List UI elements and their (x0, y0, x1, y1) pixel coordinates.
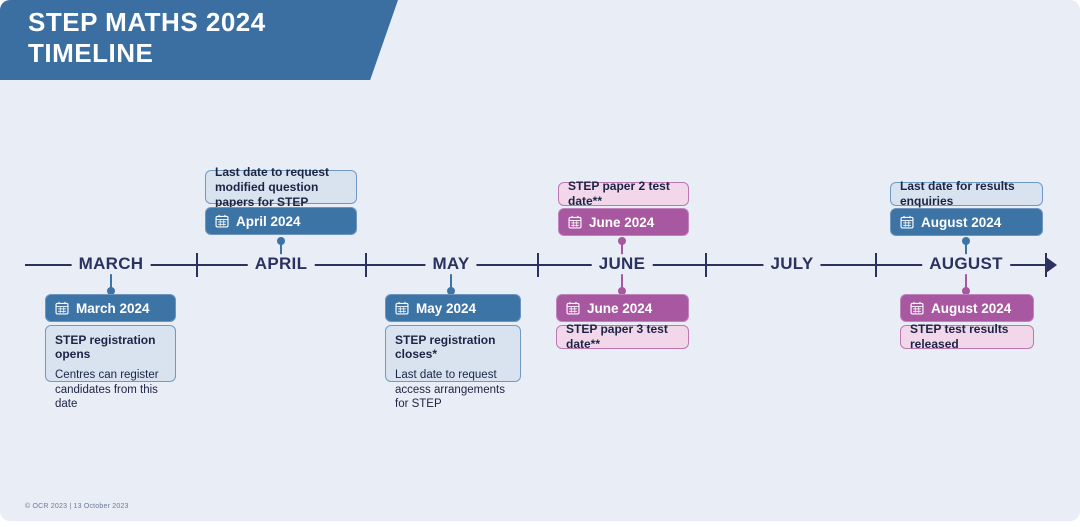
timeline-tick (196, 253, 199, 277)
timeline-tick (537, 253, 540, 277)
month-label-march: MARCH (71, 254, 151, 275)
connector-dot-may (447, 287, 455, 295)
badge-label: March 2024 (76, 300, 150, 316)
copyright-text: © OCR 2023 | 13 October 2023 (25, 503, 129, 510)
connector-august-below (965, 267, 968, 292)
event-april-note: Last date to request modified question p… (205, 165, 357, 209)
timeline-tick (705, 253, 708, 277)
connector-dot-august-above (962, 237, 970, 245)
connector-dot-march (107, 287, 115, 295)
badge-label: June 2024 (589, 214, 655, 230)
event-may-details: STEP registration closes* Last date to r… (385, 325, 521, 410)
connector-dot-june-below (618, 287, 626, 295)
month-label-august: AUGUST (922, 254, 1010, 275)
timeline-axis (25, 264, 1048, 267)
event-august-results-note: STEP test results released (900, 322, 1034, 351)
calendar-icon (900, 215, 914, 229)
badge-march-2024: March 2024 (45, 294, 176, 322)
connector-dot-august-below (962, 287, 970, 295)
event-june-paper3-note: STEP paper 3 test date** (556, 322, 689, 351)
connector-august-above (965, 238, 968, 264)
arrow-right-icon (1046, 257, 1057, 273)
badge-label: June 2024 (587, 300, 653, 316)
month-label-may: MAY (425, 254, 477, 275)
calendar-icon (55, 301, 69, 315)
badge-label: August 2024 (921, 214, 1002, 230)
badge-august-2024-above: August 2024 (890, 208, 1043, 236)
event-body: Centres can register candidates from thi… (55, 369, 159, 411)
connector-may (450, 267, 453, 291)
badge-april-2024: April 2024 (205, 207, 357, 235)
event-march-details: STEP registration opens Centres can regi… (45, 325, 176, 410)
month-label-july: JULY (763, 254, 821, 275)
event-title: STEP registration opens (55, 333, 156, 361)
page-title: STEP MATHS 2024 TIMELINE (28, 7, 266, 68)
badge-label: August 2024 (931, 300, 1012, 316)
event-june-paper2-note: STEP paper 2 test date** (558, 179, 689, 208)
badge-june-2024-below: June 2024 (556, 294, 689, 322)
badge-label: May 2024 (416, 300, 477, 316)
calendar-icon (568, 215, 582, 229)
event-title: STEP registration closes* (395, 333, 496, 361)
calendar-icon (566, 301, 580, 315)
connector-dot-april (277, 237, 285, 245)
badge-august-2024-below: August 2024 (900, 294, 1034, 322)
connector-dot-june-above (618, 237, 626, 245)
calendar-icon (910, 301, 924, 315)
connector-april (280, 238, 283, 265)
event-august-enquiries-note: Last date for results enquiries (890, 179, 1043, 208)
timeline-tick (365, 253, 368, 277)
connector-march (110, 267, 113, 291)
badge-label: April 2024 (236, 213, 301, 229)
timeline-tick (1045, 253, 1048, 277)
calendar-icon (395, 301, 409, 315)
timeline-tick (875, 253, 878, 277)
month-label-june: JUNE (591, 254, 653, 275)
month-label-april: APRIL (247, 254, 315, 275)
event-body: Last date to request access arrangements… (395, 369, 505, 411)
calendar-icon (215, 214, 229, 228)
badge-june-2024-above: June 2024 (558, 208, 689, 236)
badge-may-2024: May 2024 (385, 294, 521, 322)
header-banner: STEP MATHS 2024 TIMELINE (0, 0, 398, 80)
